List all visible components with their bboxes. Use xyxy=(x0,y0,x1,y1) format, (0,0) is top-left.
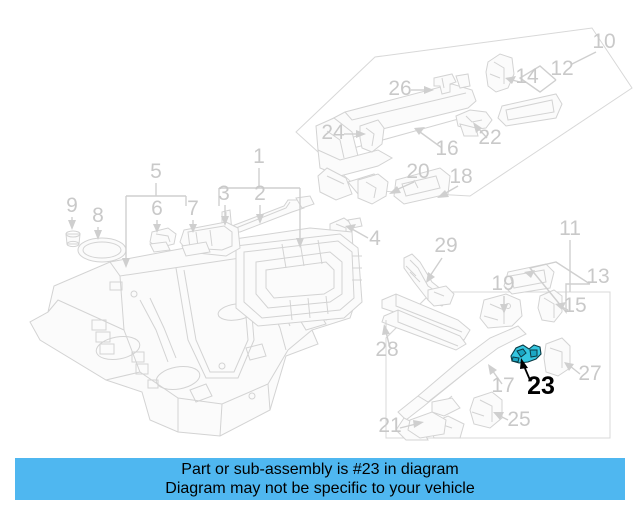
info-banner: Part or sub-assembly is #23 in diagram D… xyxy=(15,458,625,500)
callout-20[interactable]: 20 xyxy=(406,160,429,183)
callout-9[interactable]: 9 xyxy=(66,194,78,217)
callout-13[interactable]: 13 xyxy=(586,265,609,288)
main-floor-pan xyxy=(29,227,363,437)
part-28 xyxy=(381,293,471,351)
callout-29[interactable]: 29 xyxy=(434,234,457,257)
callout-11[interactable]: 11 xyxy=(559,217,581,240)
callout-24[interactable]: 24 xyxy=(321,121,345,144)
callout-6[interactable]: 6 xyxy=(151,197,163,220)
callout-15[interactable]: 15 xyxy=(563,294,586,317)
callout-2[interactable]: 2 xyxy=(254,182,266,205)
leader-lines xyxy=(68,51,597,429)
callout-23-highlighted[interactable]: 23 xyxy=(527,372,555,400)
part-6 xyxy=(149,227,177,253)
callout-22[interactable]: 22 xyxy=(478,126,501,149)
callout-18[interactable]: 18 xyxy=(449,165,472,188)
callout-28[interactable]: 28 xyxy=(375,338,398,361)
callout-1[interactable]: 1 xyxy=(253,145,265,168)
banner-line-2: Diagram may not be specific to your vehi… xyxy=(165,480,475,497)
part-9 xyxy=(65,230,81,248)
part-29 xyxy=(403,253,455,307)
highlighted-part-23 xyxy=(510,344,542,364)
callout-27[interactable]: 27 xyxy=(578,362,601,385)
callout-14[interactable]: 14 xyxy=(515,65,539,88)
callout-25[interactable]: 25 xyxy=(507,408,530,431)
part-8 xyxy=(77,237,127,263)
callout-10[interactable]: 10 xyxy=(592,30,615,53)
callout-8[interactable]: 8 xyxy=(92,204,104,227)
callout-5[interactable]: 5 xyxy=(150,160,162,183)
callout-19[interactable]: 19 xyxy=(491,272,514,295)
callout-12[interactable]: 12 xyxy=(550,57,573,80)
callout-7[interactable]: 7 xyxy=(187,197,199,220)
part-7 xyxy=(179,221,241,257)
callout-3[interactable]: 3 xyxy=(218,182,230,205)
callout-labels: 1 2 3 4 5 6 7 8 9 10 11 12 13 14 15 16 1… xyxy=(66,30,616,437)
callout-26[interactable]: 26 xyxy=(388,77,411,100)
panel-group-11 xyxy=(385,263,611,441)
banner-line-1: Part or sub-assembly is #23 in diagram xyxy=(181,461,459,478)
panel-group-10 xyxy=(295,27,633,205)
callout-17[interactable]: 17 xyxy=(491,374,514,397)
callout-16[interactable]: 16 xyxy=(435,137,458,160)
part-2 xyxy=(231,195,315,233)
callout-4[interactable]: 4 xyxy=(369,227,381,250)
callout-21[interactable]: 21 xyxy=(378,414,401,437)
